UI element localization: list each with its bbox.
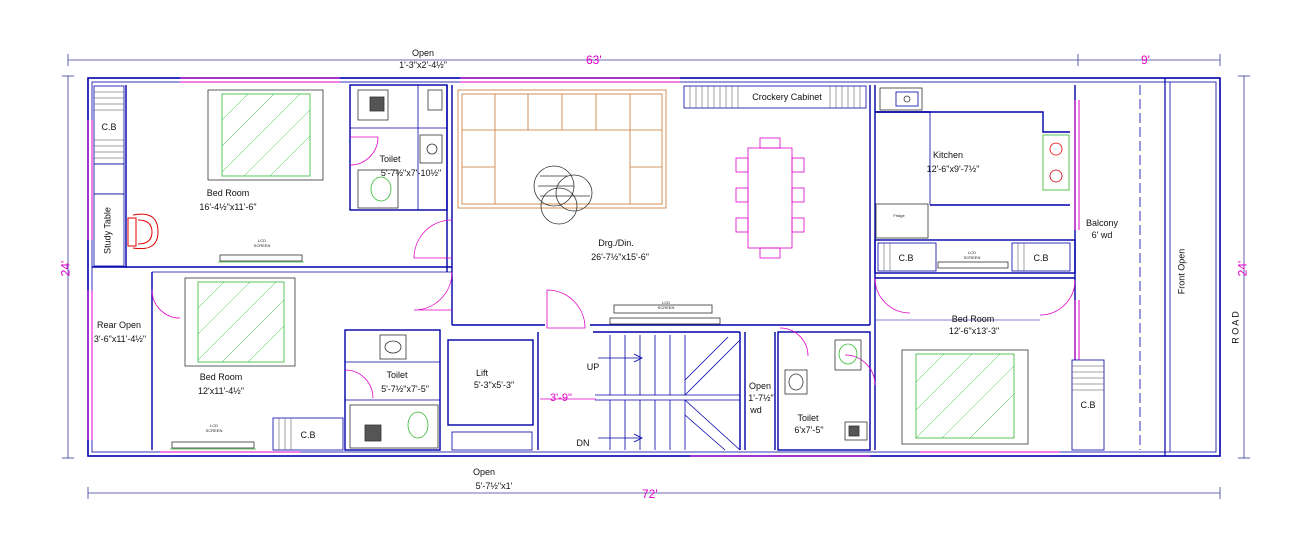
bed-room-3-size: 12'-6"x13'-3" — [948, 326, 1000, 336]
open-top-size: 1'-3"x2'-4½" — [399, 60, 447, 70]
toilet-2-label: Toilet — [386, 370, 408, 380]
open-mid-size: 1'-7½" — [748, 393, 774, 403]
lcd-screens — [170, 254, 1009, 450]
toilet-3-size: 6'x7'-5" — [794, 425, 824, 435]
front-open-label: Front Open — [1176, 248, 1187, 295]
lcd-1-label: LCD SCREEN — [253, 238, 271, 248]
dim-bottom: 72' — [642, 487, 658, 501]
kitchen-size: 12'-6"x9'-7½" — [926, 164, 980, 174]
bed-room-2-size: 12'x11'-4½" — [198, 386, 244, 396]
bed-room-3-label: Bed Room — [951, 314, 995, 324]
bed-room-1-label: Bed Room — [206, 188, 250, 198]
open-mid-size2: wd — [750, 405, 762, 415]
stairs-down-label: DN — [576, 438, 590, 448]
staircase — [595, 335, 741, 451]
doors — [151, 136, 1076, 399]
fridge-label: Fridge — [893, 213, 905, 218]
toilet-3-label: Toilet — [797, 413, 819, 423]
stairs-up-label: UP — [586, 362, 600, 372]
study-table-label: Study Table — [102, 207, 113, 254]
dim-right: 24' — [1235, 260, 1250, 277]
rear-open-size: 3'-6"x11'-4½" — [93, 334, 147, 344]
dim-top-right: 9' — [1141, 53, 1150, 67]
dim-top-left: 63' — [586, 53, 602, 67]
cb-3-label: C.B — [1080, 400, 1096, 410]
cb-1-label: C.B — [101, 122, 117, 132]
beds — [184, 89, 1029, 445]
road-label: R O A D — [1230, 311, 1241, 344]
lift-shaft — [451, 304, 713, 451]
dining-table — [735, 137, 805, 259]
study-chair-icon — [127, 213, 159, 250]
lift-size: 5'-3"x5'-3" — [473, 380, 515, 390]
interior-walls — [92, 84, 1141, 451]
cabinets — [93, 85, 1105, 451]
toilet-2-size: 5'-7½"x7'-5" — [381, 384, 429, 394]
toilet-fixtures — [349, 89, 868, 449]
toilet-1-size: 5'-7½"x7'-10½" — [380, 168, 442, 178]
dim-stair-gap: 3'-9" — [550, 392, 572, 404]
drg-din-label: Drg./Din. — [598, 238, 634, 248]
balcony-size: 6' wd — [1091, 230, 1113, 240]
crockery-label: Crockery Cabinet — [752, 92, 822, 102]
kitchen-label: Kitchen — [932, 150, 964, 160]
bed-room-2-label: Bed Room — [199, 372, 243, 382]
sofa — [457, 89, 667, 209]
lcd-3-label: LCD SCREEN — [205, 423, 223, 433]
open-mid-label: Open — [748, 381, 772, 391]
dimension-lines — [62, 54, 1250, 499]
open-bottom-label: Open — [472, 467, 496, 477]
rear-open-label: Rear Open — [96, 320, 142, 330]
balcony-label: Balcony — [1085, 218, 1119, 228]
kitchen-fixtures — [875, 87, 1070, 239]
open-top-label: Open — [411, 48, 435, 58]
cb-kitchen-right-label: C.B — [1033, 253, 1049, 263]
dim-left: 24' — [58, 260, 73, 277]
drg-din-size: 26'-7½"x15'-6" — [591, 252, 649, 262]
cb-2-label: C.B — [300, 430, 316, 440]
lift-label: Lift — [475, 368, 488, 378]
cb-kitchen-left-label: C.B — [898, 253, 914, 263]
lcd-2-label: LCD SCREEN — [657, 300, 675, 310]
lcd-4-label: LCD SCREEN — [963, 250, 981, 260]
bed-room-1-size: 16'-4½"x11'-6" — [199, 202, 257, 212]
open-bottom-size: 5'-7½"x1' — [475, 481, 513, 491]
toilet-1-label: Toilet — [379, 154, 401, 164]
round-tables — [533, 165, 593, 225]
